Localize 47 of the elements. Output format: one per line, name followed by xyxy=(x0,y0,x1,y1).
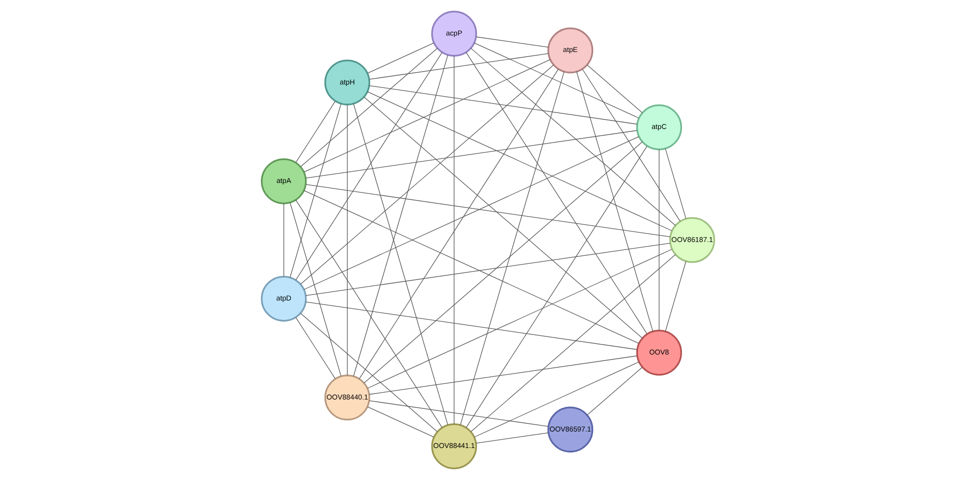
connector xyxy=(665,260,686,332)
connector xyxy=(474,42,640,118)
connector xyxy=(367,248,672,388)
connector xyxy=(300,64,554,284)
connector xyxy=(304,190,640,344)
connector xyxy=(283,202,284,276)
connector xyxy=(353,103,448,425)
connector xyxy=(304,136,640,290)
connector xyxy=(295,51,442,280)
connector xyxy=(368,84,638,124)
connector xyxy=(290,103,342,278)
connector xyxy=(582,68,681,222)
connector xyxy=(358,68,559,379)
connector xyxy=(460,70,564,425)
connector xyxy=(295,199,442,428)
connector xyxy=(368,400,549,426)
connector xyxy=(586,366,643,415)
connector xyxy=(576,70,654,332)
connector xyxy=(296,100,336,162)
connector xyxy=(300,312,438,432)
connector xyxy=(367,406,434,437)
connector xyxy=(367,90,672,231)
connector xyxy=(364,141,643,383)
connector xyxy=(364,96,643,338)
connector xyxy=(290,202,342,376)
connector xyxy=(368,355,638,394)
connector xyxy=(296,316,336,379)
connector xyxy=(306,184,671,237)
connector xyxy=(306,130,638,178)
connector xyxy=(476,36,549,48)
connector xyxy=(470,47,676,226)
connector xyxy=(306,301,638,350)
connector xyxy=(368,52,549,80)
connector xyxy=(346,104,348,376)
connector xyxy=(306,242,671,296)
connector xyxy=(300,48,438,166)
connector xyxy=(665,148,686,218)
connector xyxy=(470,254,676,432)
connector xyxy=(466,52,648,334)
connector xyxy=(474,361,640,437)
connector xyxy=(367,42,434,74)
connector xyxy=(586,64,643,113)
connector xyxy=(466,145,648,428)
connector xyxy=(476,432,549,443)
connector xyxy=(658,148,660,330)
connector xyxy=(304,58,551,172)
connector xyxy=(353,54,448,376)
